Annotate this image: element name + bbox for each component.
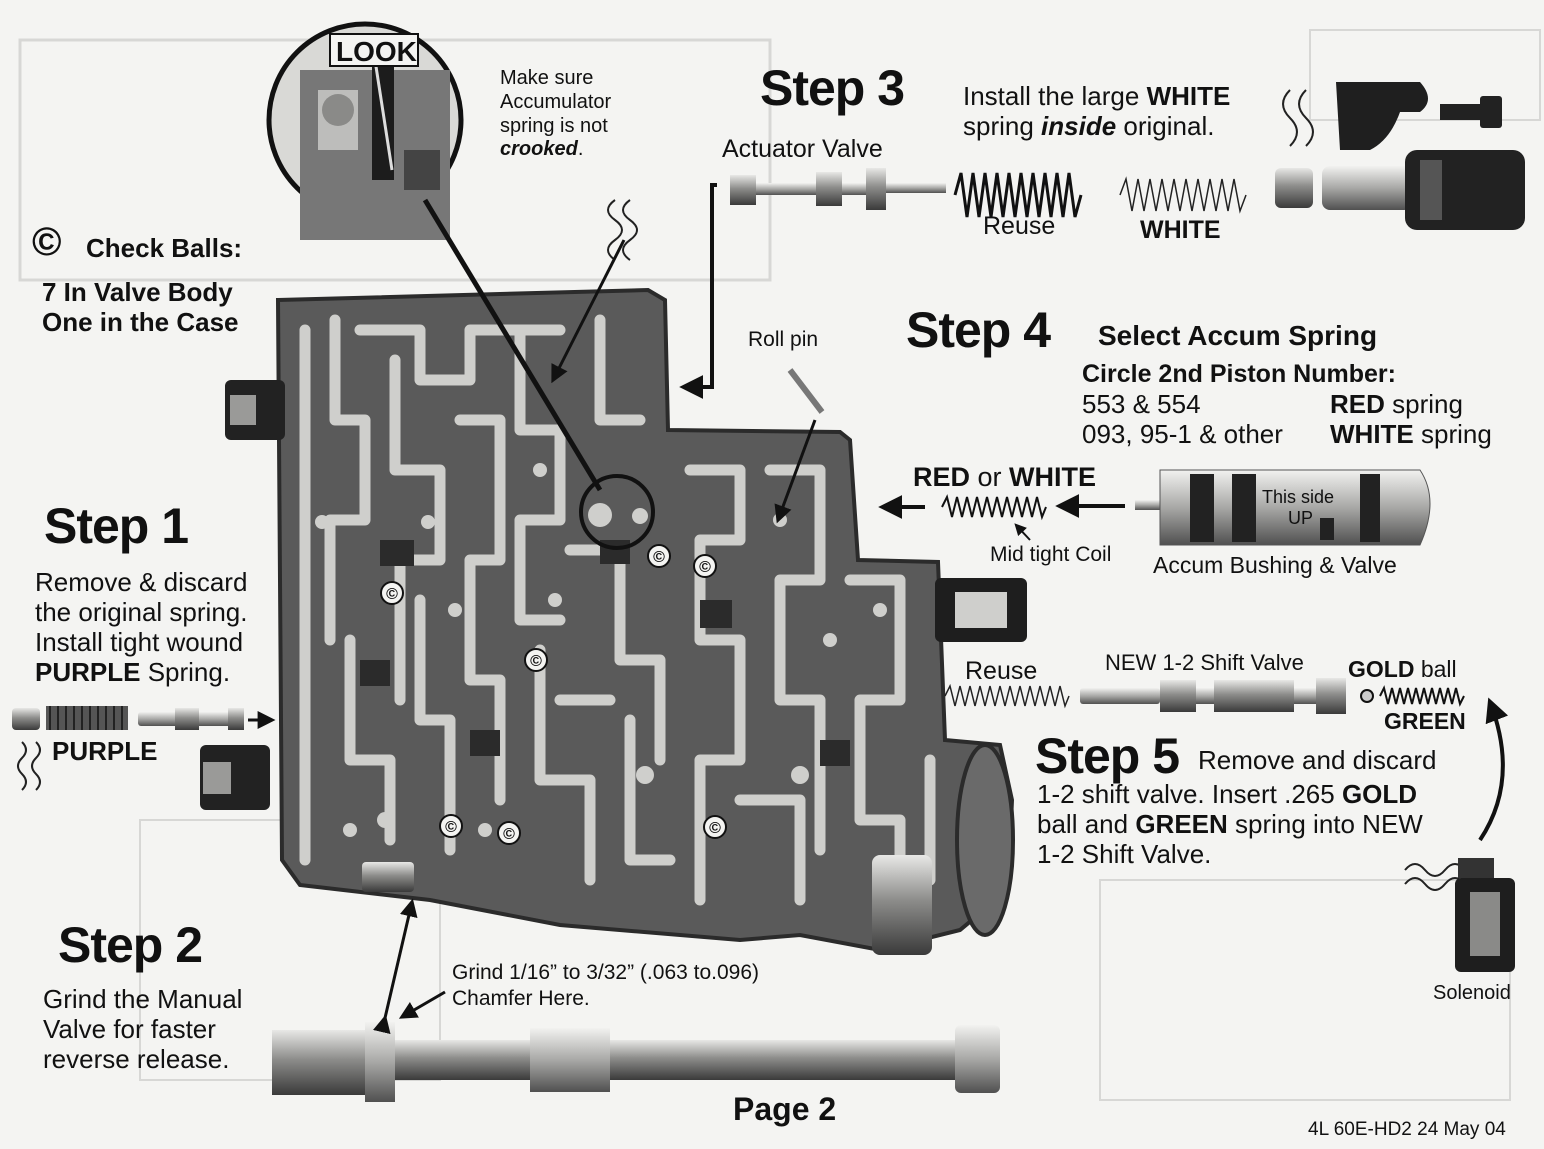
look-note-3: spring is not xyxy=(500,115,608,137)
step5-green-word: GREEN xyxy=(1135,809,1228,839)
check-ball-markers xyxy=(380,544,727,845)
check-balls-line-2: One in the Case xyxy=(42,307,239,337)
step3-title: Step 3 xyxy=(760,60,905,116)
step2-title: Step 2 xyxy=(58,917,203,973)
look-magnifier xyxy=(266,21,655,550)
grind-note-1: Grind 1/16” to 3/32” (.063 to.096) xyxy=(452,961,760,984)
step4-row2-left: 093, 95-1 & other xyxy=(1082,419,1283,449)
purple-spring-assembly xyxy=(12,706,276,791)
step1-line-2: the original spring. xyxy=(35,597,248,627)
step3-inside-word: inside xyxy=(1041,111,1117,141)
step3-line-2-post: original. xyxy=(1116,111,1215,141)
step3-white-label: WHITE xyxy=(1140,216,1221,244)
grind-note-2: Chamfer Here. xyxy=(452,987,590,1010)
step5-line-3: ball and GREEN spring into NEW xyxy=(1037,809,1423,839)
or-word: or xyxy=(970,462,1010,492)
step3-line-1: Install the large WHITE xyxy=(963,81,1231,111)
step1-line-3: Install tight wound xyxy=(35,627,244,657)
red-or-white-label: RED or WHITE xyxy=(913,462,1096,492)
step4-row2-spring: spring xyxy=(1413,419,1492,449)
step3-line-1-text: Install the large xyxy=(963,81,1147,111)
step4-row1-spring: spring xyxy=(1384,389,1463,419)
look-note-1: Make sure xyxy=(500,67,594,89)
valve-body-casting xyxy=(275,287,1015,953)
check-ball-mark-7: © xyxy=(709,820,721,837)
step4-red-word: RED xyxy=(1330,389,1385,419)
this-side-label: This side xyxy=(1262,487,1335,507)
look-note-2: Accumulator xyxy=(500,91,612,113)
actuator-valve-label: Actuator Valve xyxy=(722,135,883,163)
step1-line-4-rest: Spring. xyxy=(140,657,231,687)
gold-word: GOLD xyxy=(1348,656,1415,682)
step2-line-2: Valve for faster xyxy=(43,1014,216,1044)
check-balls-title: Check Balls: xyxy=(86,233,243,263)
mid-tight-coil-label: Mid tight Coil xyxy=(990,543,1112,566)
accum-bushing-label: Accum Bushing & Valve xyxy=(1153,552,1397,578)
solenoid-label: Solenoid xyxy=(1433,982,1511,1004)
accum-assembly xyxy=(878,469,1431,546)
step3-reuse-label: Reuse xyxy=(983,212,1056,240)
step5-line-3-pre: ball and xyxy=(1037,809,1136,839)
step4-row1-right: RED spring xyxy=(1330,389,1463,419)
middle-solenoid xyxy=(935,578,1027,642)
step1-line-4: PURPLE Spring. xyxy=(35,657,231,687)
shift-valve-assembly xyxy=(944,678,1515,972)
step5-reuse-label: Reuse xyxy=(965,657,1038,685)
white-word: WHITE xyxy=(1009,462,1097,492)
roll-pin-label: Roll pin xyxy=(748,328,819,351)
step1-title: Step 1 xyxy=(44,498,189,554)
red-word: RED xyxy=(913,462,971,492)
step4-title: Step 4 xyxy=(906,302,1051,358)
step5-line-2-text: 1-2 shift valve. Insert .265 xyxy=(1037,779,1342,809)
step5-line-4: 1-2 Shift Valve. xyxy=(1037,839,1212,869)
gold-ball-label: GOLD ball xyxy=(1348,656,1457,683)
step1-purple-word: PURPLE xyxy=(35,657,141,687)
step4-row1-left: 553 & 554 xyxy=(1082,389,1201,419)
check-balls-line-1: 7 In Valve Body xyxy=(42,277,233,307)
document-code: 4L 60E-HD2 24 May 04 xyxy=(1308,1119,1506,1140)
step4-subtitle: Select Accum Spring xyxy=(1098,320,1378,351)
check-ball-mark-3: © xyxy=(653,549,665,566)
purple-spring-label: PURPLE xyxy=(52,736,158,766)
look-note-period: . xyxy=(577,138,584,160)
step1-line-1: Remove & discard xyxy=(35,567,248,597)
check-ball-mark-2: © xyxy=(530,653,542,670)
look-badge: LOOK xyxy=(336,36,417,67)
check-ball-mark-1: © xyxy=(386,586,398,603)
look-note-4: crooked. xyxy=(500,138,583,160)
accumulator-cover xyxy=(872,743,1015,955)
step4-white-word: WHITE xyxy=(1330,419,1414,449)
step3-white-word: WHITE xyxy=(1146,81,1231,111)
step3-line-2: spring inside original. xyxy=(963,111,1215,141)
step5-head: Remove and discard xyxy=(1198,745,1437,775)
roll-pin-assembly xyxy=(551,199,825,524)
step4-circle-note: Circle 2nd Piston Number: xyxy=(1082,360,1396,388)
page-number: Page 2 xyxy=(733,1091,837,1127)
green-spring-label: GREEN xyxy=(1384,708,1466,734)
look-note-crooked: crooked xyxy=(500,138,578,160)
left-solenoids xyxy=(200,380,285,810)
check-ball-mark-5: © xyxy=(445,819,457,836)
check-ball-mark-6: © xyxy=(503,826,515,843)
step2-line-1: Grind the Manual xyxy=(43,984,243,1014)
ball-word: ball xyxy=(1414,656,1457,682)
step5-line-3-post: spring into NEW xyxy=(1227,809,1423,839)
step3-line-2-pre: spring xyxy=(963,111,1042,141)
step5-title: Step 5 xyxy=(1035,728,1180,784)
step4-row2-right: WHITE spring xyxy=(1330,419,1492,449)
check-ball-symbol: © xyxy=(32,220,62,264)
manual-valve xyxy=(272,862,1000,1102)
new-shift-valve-label: NEW 1-2 Shift Valve xyxy=(1105,650,1304,675)
actuator-valve-assembly xyxy=(679,82,1525,399)
step5-line-2: 1-2 shift valve. Insert .265 GOLD xyxy=(1037,779,1418,809)
check-ball-mark-4: © xyxy=(699,559,711,576)
step5-gold-word: GOLD xyxy=(1341,779,1418,809)
step2-line-3: reverse release. xyxy=(43,1044,230,1074)
up-label: UP xyxy=(1288,508,1314,528)
